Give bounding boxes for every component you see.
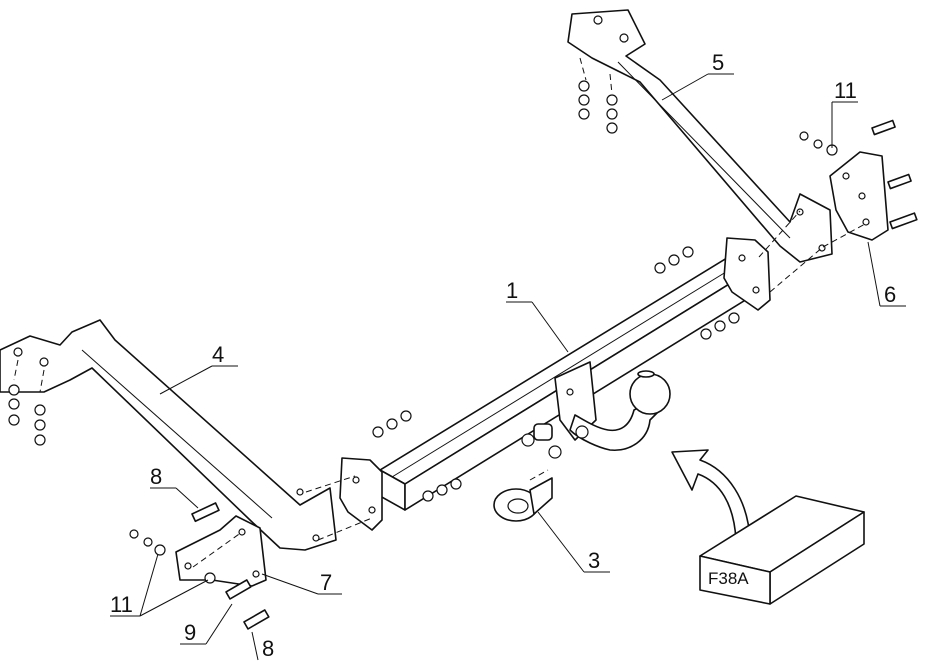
callout-6: 6 — [884, 282, 896, 307]
callout-8-lower: 8 — [262, 636, 274, 661]
side-bracket-part-4 — [0, 319, 337, 551]
callout-3: 3 — [588, 548, 600, 573]
callout-5: 5 — [712, 50, 724, 75]
mounting-plate-part-7 — [175, 515, 267, 587]
callout-11-right: 11 — [834, 78, 857, 103]
alignment-lines — [13, 57, 866, 568]
callout-8-upper: 8 — [150, 464, 162, 489]
callout-1: 1 — [506, 278, 518, 303]
tow-ball-assembly — [521, 361, 671, 459]
leader-lines — [110, 73, 906, 661]
fasteners — [8, 80, 918, 630]
callout-4: 4 — [212, 342, 224, 367]
box-label: F38A — [708, 569, 749, 588]
socket-plate-part-3 — [493, 477, 553, 522]
callout-9: 9 — [184, 620, 196, 645]
side-bracket-part-5 — [567, 9, 833, 263]
callout-7: 7 — [320, 570, 332, 595]
callout-11-left: 11 — [110, 592, 133, 617]
f38a-box: F38A — [699, 495, 865, 605]
callout-labels: 1 3 4 5 6 7 8 8 9 11 11 — [110, 50, 896, 661]
direction-arrow — [671, 449, 751, 541]
mounting-plate-part-6 — [829, 151, 889, 241]
